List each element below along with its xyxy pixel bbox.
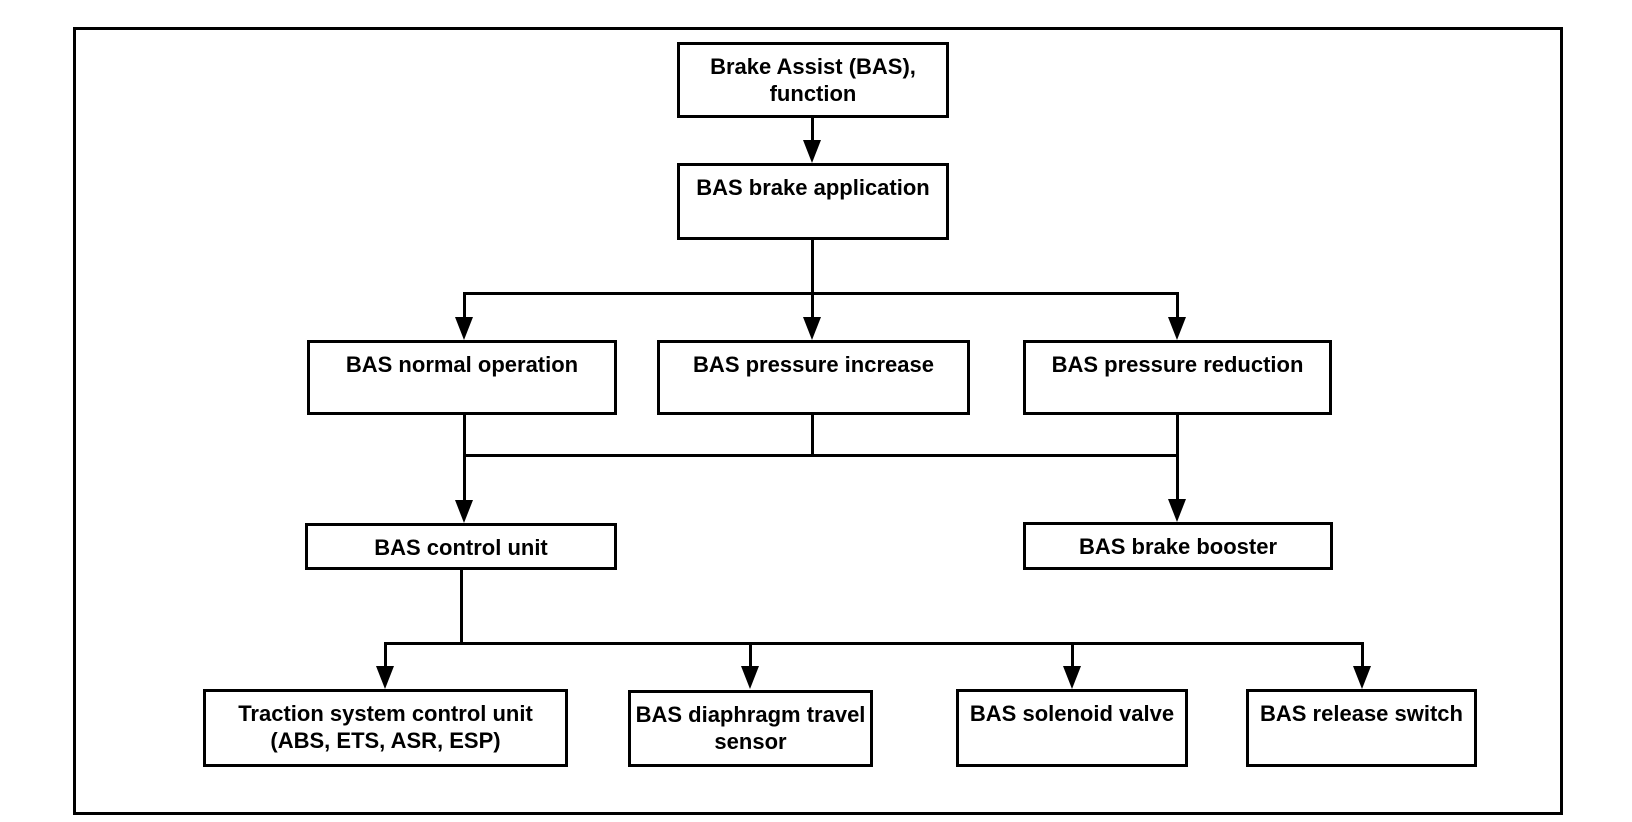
node-bas-release-switch: BAS release switch (1246, 689, 1477, 767)
arrow-down-icon (1168, 317, 1186, 340)
node-bas-normal-operation: BAS normal operation (307, 340, 617, 415)
edge-line (383, 642, 387, 667)
node-label: BAS normal operation (345, 352, 579, 377)
edge-line (810, 415, 814, 457)
arrow-down-icon (803, 317, 821, 340)
node-label: BAS release switch (1260, 701, 1463, 726)
arrow-down-icon (455, 317, 473, 340)
edge-line (462, 454, 1179, 457)
node-label: BAS pressure reduction (1051, 352, 1304, 377)
node-label: BAS diaphragm travel sensor (635, 702, 866, 754)
node-label: Brake Assist (BAS), function (710, 54, 916, 106)
edge-line (810, 240, 814, 295)
node-bas-brake-application: BAS brake application (677, 163, 949, 240)
edge-line (1360, 642, 1364, 667)
node-label: BAS pressure increase (693, 352, 934, 377)
arrow-down-icon (803, 140, 821, 163)
arrow-down-icon (1063, 666, 1081, 689)
node-bas-control-unit: BAS control unit (305, 523, 617, 570)
arrow-down-icon (1168, 499, 1186, 522)
node-bas-pressure-increase: BAS pressure increase (657, 340, 970, 415)
arrow-down-icon (376, 666, 394, 689)
edge-line (459, 570, 463, 645)
node-bas-diaphragm-travel-sensor: BAS diaphragm travel sensor (628, 690, 873, 767)
node-bas-brake-booster: BAS brake booster (1023, 522, 1333, 570)
node-label: BAS control unit (374, 535, 548, 560)
arrow-down-icon (741, 666, 759, 689)
edge-line (1070, 642, 1074, 667)
arrow-down-icon (455, 500, 473, 523)
node-label: BAS brake booster (1078, 534, 1278, 559)
edge-line (462, 292, 466, 318)
edge-line (810, 292, 814, 318)
node-bas-pressure-reduction: BAS pressure reduction (1023, 340, 1332, 415)
edge-line (462, 415, 466, 501)
edge-line (462, 292, 1179, 295)
node-bas-solenoid-valve: BAS solenoid valve (956, 689, 1188, 767)
arrow-down-icon (1353, 666, 1371, 689)
node-brake-assist-function: Brake Assist (BAS), function (677, 42, 949, 118)
node-label: BAS brake application (696, 175, 930, 200)
node-label: BAS solenoid valve (969, 701, 1175, 726)
edge-line (810, 118, 814, 142)
edge-line (1175, 292, 1179, 318)
edge-line (383, 642, 1364, 645)
edge-line (748, 642, 752, 667)
edge-line (1175, 415, 1179, 500)
node-label: Traction system control unit (ABS, ETS, … (238, 701, 533, 753)
node-traction-system-control-unit: Traction system control unit (ABS, ETS, … (203, 689, 568, 767)
